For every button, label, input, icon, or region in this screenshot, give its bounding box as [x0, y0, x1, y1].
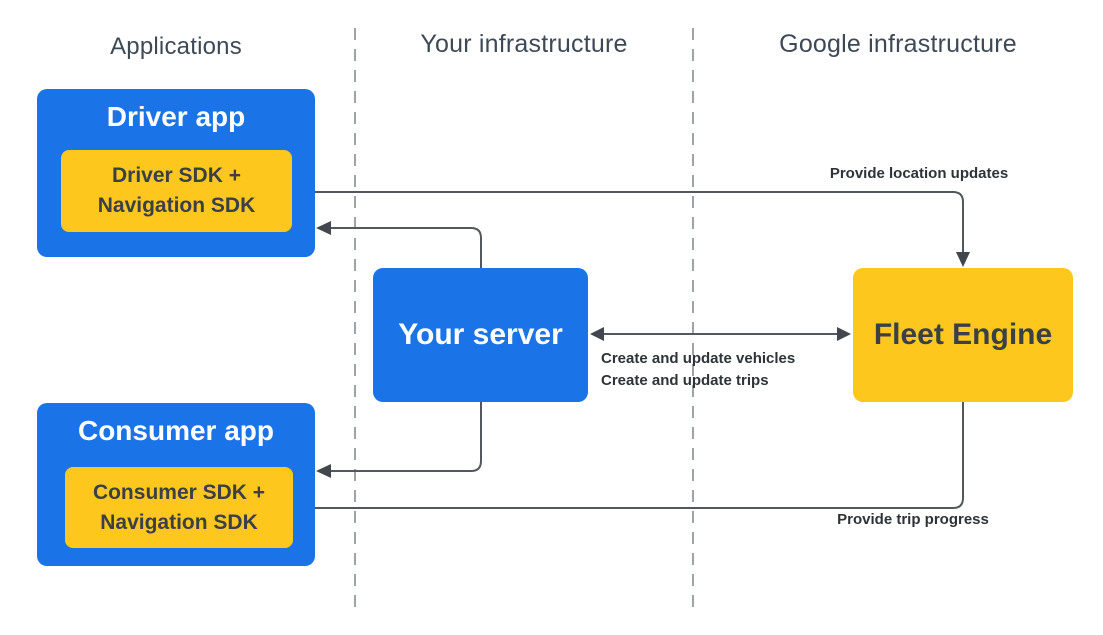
edge-label-create-vehicles: Create and update vehicles — [601, 350, 796, 367]
your-server-node: Your server — [373, 268, 588, 402]
edge-provide-trip-progress — [293, 402, 964, 515]
driver-sdk-line1: Driver SDK + — [112, 164, 241, 187]
consumer-app-title: Consumer app — [77, 415, 275, 446]
edge-label-create-trips: Create and update trips — [601, 372, 769, 389]
edge-provide-location-updates — [292, 191, 970, 267]
edge-server-to-driver-app — [316, 221, 482, 268]
edge-server-fleet-engine-bidirectional — [590, 327, 851, 341]
column-header-applications: Applications — [110, 33, 242, 60]
edge-label-create-and-update: Create and update vehicles Create and up… — [601, 348, 795, 392]
driver-sdk-box: Driver SDK + Navigation SDK — [61, 150, 292, 232]
consumer-sdk-box: Consumer SDK + Navigation SDK — [65, 467, 293, 548]
edge-label-provide-location-updates: Provide location updates — [829, 165, 1009, 182]
fleet-engine-node: Fleet Engine — [853, 268, 1073, 402]
fleet-engine-title: Fleet Engine — [873, 318, 1053, 351]
column-header-google-infrastructure: Google infrastructure — [779, 30, 1017, 58]
edge-label-provide-trip-progress: Provide trip progress — [837, 511, 989, 528]
your-server-title: Your server — [398, 318, 563, 351]
driver-app-node: Driver app Driver SDK + Navigation SDK — [37, 89, 315, 257]
driver-sdk-line2: Navigation SDK — [97, 194, 256, 217]
driver-app-title: Driver app — [106, 101, 246, 132]
edge-server-to-consumer-app — [316, 402, 482, 478]
consumer-sdk-line2: Navigation SDK — [100, 510, 258, 534]
consumer-sdk-line1: Consumer SDK + — [92, 480, 266, 504]
column-header-your-infrastructure: Your infrastructure — [420, 30, 628, 58]
consumer-app-node: Consumer app Consumer SDK + Navigation S… — [37, 403, 315, 566]
